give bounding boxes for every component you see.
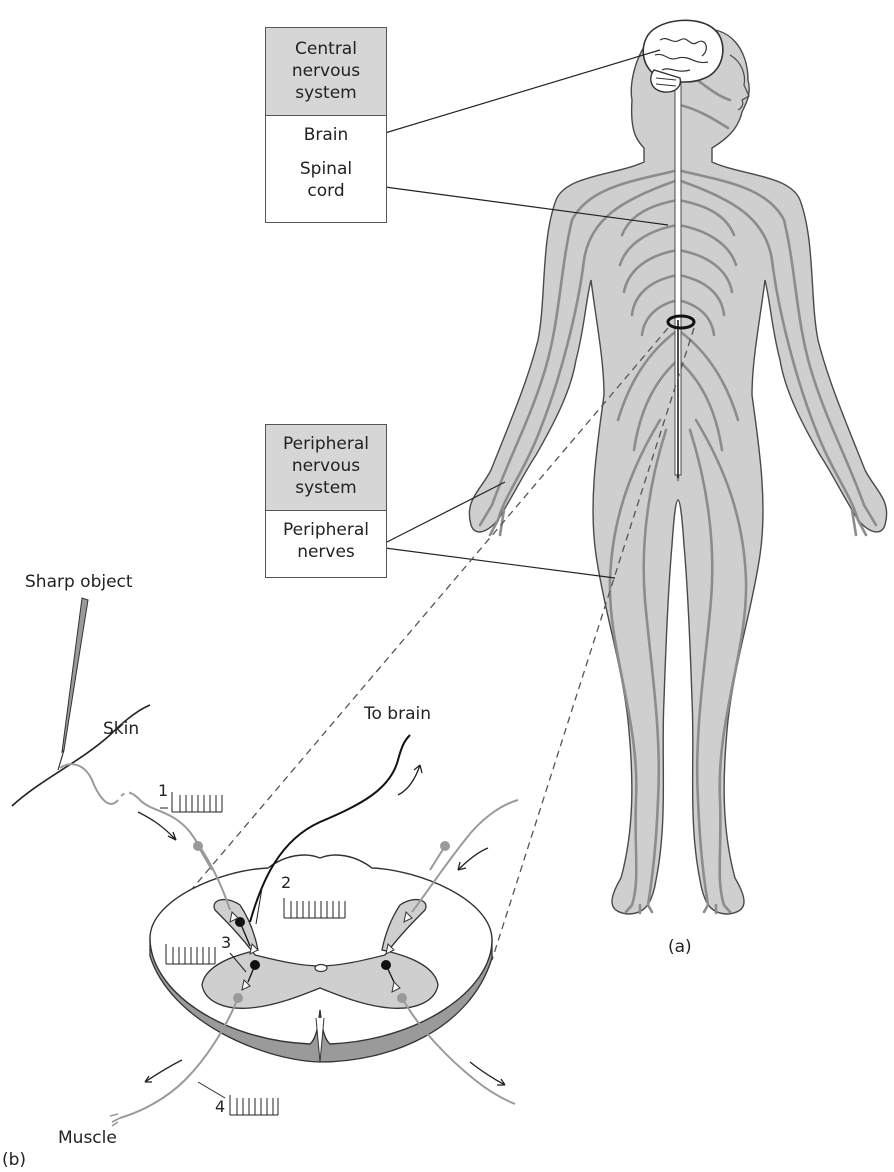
skin-label: Skin: [103, 718, 139, 740]
step-1-label: 1: [158, 782, 168, 800]
sharp-object: [58, 598, 88, 770]
pns-nerves-line-1: Peripheral: [266, 519, 386, 541]
cns-title-line-1: Central: [266, 38, 386, 60]
motor-arrow-left: [145, 1060, 182, 1082]
step-4-label: 4: [215, 1098, 225, 1116]
pns-title-line-2: nervous: [266, 455, 386, 477]
spike-train-4: [230, 1095, 278, 1115]
pns-title-line-3: system: [266, 477, 386, 499]
pns-label-box: Peripheral nervous system Peripheral ner…: [265, 424, 387, 578]
human-body-figure: [469, 20, 886, 914]
step-3-label: 3: [221, 934, 231, 952]
sharp-object-label: Sharp object: [25, 571, 133, 593]
cns-spinal-line-1: Spinal: [266, 158, 386, 180]
spike-train-1: [172, 792, 222, 812]
step-2-label: 2: [281, 874, 291, 892]
central-canal: [315, 965, 327, 972]
muscle-label: Muscle: [58, 1127, 117, 1149]
cns-title-line-2: nervous: [266, 60, 386, 82]
pns-title-line-1: Peripheral: [266, 433, 386, 455]
sensory-arrow-right: [458, 848, 488, 870]
pns-nerves-line-2: nerves: [266, 541, 386, 563]
to-brain-label: To brain: [364, 703, 431, 725]
cns-label-box: Central nervous system Brain Spinal cord: [265, 27, 387, 223]
cns-spinal-line-2: cord: [266, 180, 386, 202]
cns-title: Central nervous system: [266, 28, 386, 116]
cns-brain-label: Brain: [266, 124, 386, 146]
reflex-arc-figure: [12, 598, 518, 1126]
panel-b-label: (b): [2, 1149, 26, 1171]
pns-title: Peripheral nervous system: [266, 425, 386, 511]
to-brain-arrow: [398, 765, 420, 795]
motor-arrow-right: [470, 1062, 505, 1085]
cns-title-line-3: system: [266, 82, 386, 104]
panel-a-label: (a): [668, 936, 692, 958]
